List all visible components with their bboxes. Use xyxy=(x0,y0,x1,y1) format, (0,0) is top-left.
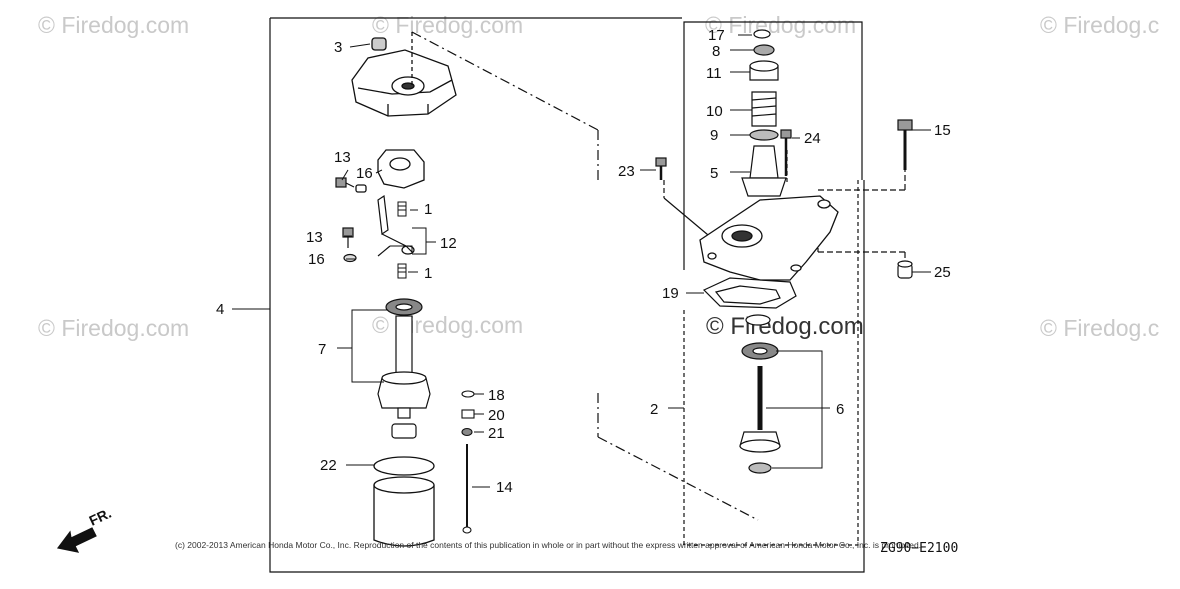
governor-holder xyxy=(355,149,425,193)
watermark-text: © Firedog.com xyxy=(38,12,190,38)
washers-18-20-21 xyxy=(461,390,475,534)
watermark-text: © Firedog.c xyxy=(1040,315,1160,341)
watermark-text: © Firedog.com xyxy=(38,315,190,341)
pin-1 xyxy=(397,201,407,279)
watermark-text: © Firedog.com xyxy=(372,12,524,38)
label-part-23: 23 xyxy=(618,163,635,180)
assembly-frame-4 xyxy=(269,18,865,573)
label-part-12: 12 xyxy=(440,235,457,252)
copyright-notice: (c) 2002-2013 American Honda Motor Co., … xyxy=(175,540,922,550)
watermark-text: © Firedog.c xyxy=(1040,12,1160,38)
bolt-24 xyxy=(780,129,792,176)
front-direction-arrow xyxy=(56,527,97,553)
label-part-21: 21 xyxy=(488,425,505,442)
label-part-18: 18 xyxy=(488,387,505,404)
label-part-1: 1 xyxy=(424,265,432,282)
label-part-11: 11 xyxy=(706,65,722,82)
governor-shaft-assembly-7 xyxy=(377,298,431,439)
label-part-10: 10 xyxy=(706,103,723,120)
label-part-24: 24 xyxy=(804,130,821,147)
gear-case-cover xyxy=(351,32,457,117)
assembly-frame-upper xyxy=(683,21,863,270)
label-part-19: 19 xyxy=(662,285,679,302)
label-part-16: 16 xyxy=(356,165,373,182)
starter-cup-22 xyxy=(373,456,435,547)
front-direction-label: FR. xyxy=(87,505,114,529)
gasket-19 xyxy=(702,277,797,309)
gear-case xyxy=(699,195,839,281)
label-part-5: 5 xyxy=(710,165,718,182)
bolt-13 xyxy=(335,177,355,248)
label-part-25: 25 xyxy=(934,264,951,281)
label-part-3: 3 xyxy=(334,39,342,56)
label-part-6: 6 xyxy=(836,401,844,418)
collar-25 xyxy=(897,260,913,279)
label-part-2: 2 xyxy=(650,401,658,418)
spindle-stack xyxy=(741,29,787,197)
label-part-15: 15 xyxy=(934,122,951,139)
watermark-text-dark: © Firedog.com xyxy=(706,313,864,340)
assembly-frame-2 xyxy=(683,180,859,546)
bolt-15 xyxy=(897,119,913,170)
label-part-14: 14 xyxy=(496,479,513,496)
label-part-13: 13 xyxy=(334,149,351,166)
label-part-17: 17 xyxy=(708,27,725,44)
label-part-7: 7 xyxy=(318,341,326,358)
label-part-4: 4 xyxy=(216,301,224,318)
label-part-8: 8 xyxy=(712,43,720,60)
label-part-16: 16 xyxy=(308,251,325,268)
bolt-23 xyxy=(655,157,667,180)
label-part-13: 13 xyxy=(306,229,323,246)
diagram-code: ZG90−E2100 xyxy=(880,541,959,556)
label-part-1: 1 xyxy=(424,201,432,218)
label-part-20: 20 xyxy=(488,407,505,424)
label-part-22: 22 xyxy=(320,457,337,474)
vertical-shaft-6 xyxy=(739,314,781,474)
watermark-text: © Firedog.com xyxy=(705,12,857,38)
label-part-9: 9 xyxy=(710,127,718,144)
